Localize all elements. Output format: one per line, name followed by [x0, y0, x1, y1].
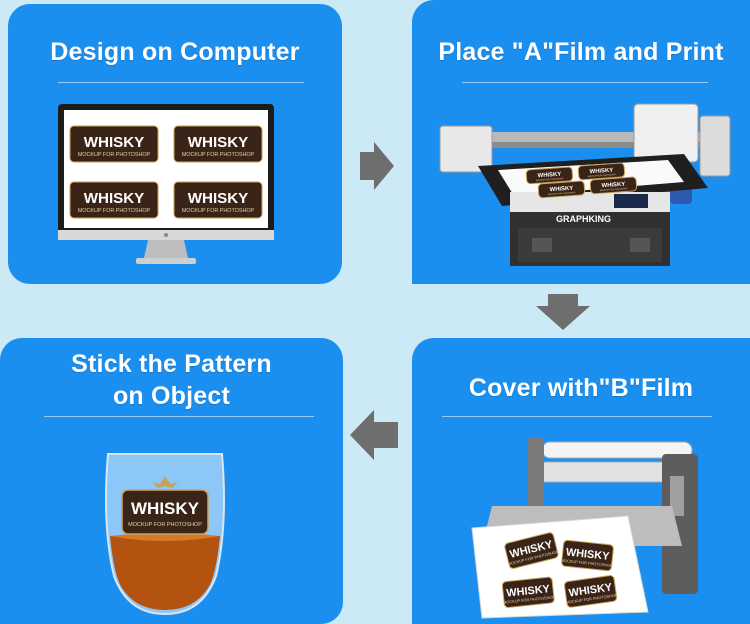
whisky-label-brand: WHISKY: [84, 190, 144, 207]
whisky-label-sub: MOCKUP FOR PHOTOSHOP: [182, 152, 255, 158]
whisky-label-brand: WHISKY: [565, 546, 610, 563]
whisky-label-brand: WHISKY: [550, 186, 574, 194]
glass-label-sub: MOCKUP FOR PHOTOSHOP: [128, 522, 202, 528]
step-print-panel: Place "A"Film and Print GRAPHKING WHISKY…: [412, 0, 750, 284]
whisky-label-sub: MOCKUP FOR PHOTOSHOP: [536, 178, 565, 182]
whisky-label-sub: MOCKUP FOR PHOTOSHOP: [548, 192, 577, 196]
whisky-label-brand: WHISKY: [506, 583, 551, 600]
whisky-label-sub: MOCKUP FOR PHOTOSHOP: [503, 594, 556, 604]
whisky-label-sub: MOCKUP FOR PHOTOSHOP: [78, 208, 151, 214]
whisky-label-sub: MOCKUP FOR PHOTOSHOP: [588, 174, 617, 178]
step-stick-divider: [44, 416, 314, 417]
step-stick-title-line2: on Object: [112, 382, 231, 410]
whisky-label-sub: MOCKUP FOR PHOTOSHOP: [78, 152, 151, 158]
whisky-label-sub: MOCKUP FOR PHOTOSHOP: [561, 558, 614, 568]
step-stick-title-line1: Stick the Pattern: [71, 350, 272, 378]
maple-leaf-icon: [152, 476, 178, 488]
step-print-title: Place "A"Film and Print: [438, 38, 724, 66]
whisky-label-brand: WHISKY: [84, 134, 144, 151]
whisky-label-brand: WHISKY: [590, 168, 614, 176]
printer-brand-text: GRAPHKING: [556, 214, 611, 224]
whisky-label-sub: MOCKUP FOR PHOTOSHOP: [600, 188, 629, 192]
arrow-right-icon: [360, 142, 394, 190]
whisky-label-brand: WHISKY: [188, 190, 248, 207]
whisky-glass-icon: WHISKY MOCKUP FOR PHOTOSHOP: [105, 453, 225, 616]
whisky-label-brand: WHISKY: [602, 182, 626, 190]
whisky-label-brand: WHISKY: [538, 172, 562, 180]
arrow-down-icon: [536, 294, 590, 330]
step-cover-divider: [442, 416, 712, 417]
arrow-left-icon: [350, 410, 398, 460]
step-design-divider: [58, 82, 304, 83]
glass-label-brand: WHISKY: [131, 499, 200, 518]
whisky-label-sub: MOCKUP FOR PHOTOSHOP: [182, 208, 255, 214]
step-stick-panel: Stick the Pattern on Object WHISKY MOCKU…: [0, 338, 343, 624]
step-cover-title: Cover with"B"Film: [468, 374, 694, 402]
step-print-divider: [462, 82, 708, 83]
whisky-label-brand: WHISKY: [188, 134, 248, 151]
step-design-title: Design on Computer: [50, 38, 300, 66]
